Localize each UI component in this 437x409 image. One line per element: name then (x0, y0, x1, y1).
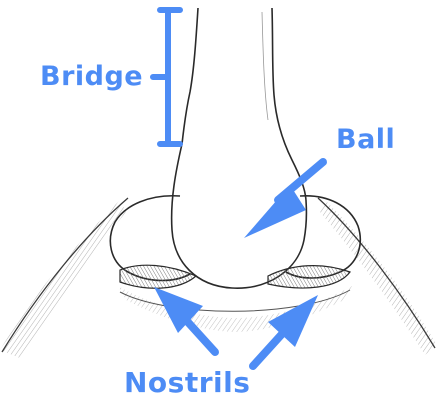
bridge-right-line (272, 8, 306, 200)
upper-lip-shading (118, 286, 352, 332)
left-nostril (120, 265, 196, 288)
ball-arrow (244, 162, 323, 238)
left-cheek-shading (0, 200, 126, 358)
bridge-label: Bridge (40, 63, 143, 90)
nostrils-label: Nostrils (124, 369, 250, 397)
right-nostril (268, 266, 350, 288)
nostril-arrow-right (253, 295, 318, 366)
bridge-bracket (153, 10, 180, 144)
bridge-left-line (182, 8, 198, 144)
ball-label: Ball (336, 126, 395, 153)
